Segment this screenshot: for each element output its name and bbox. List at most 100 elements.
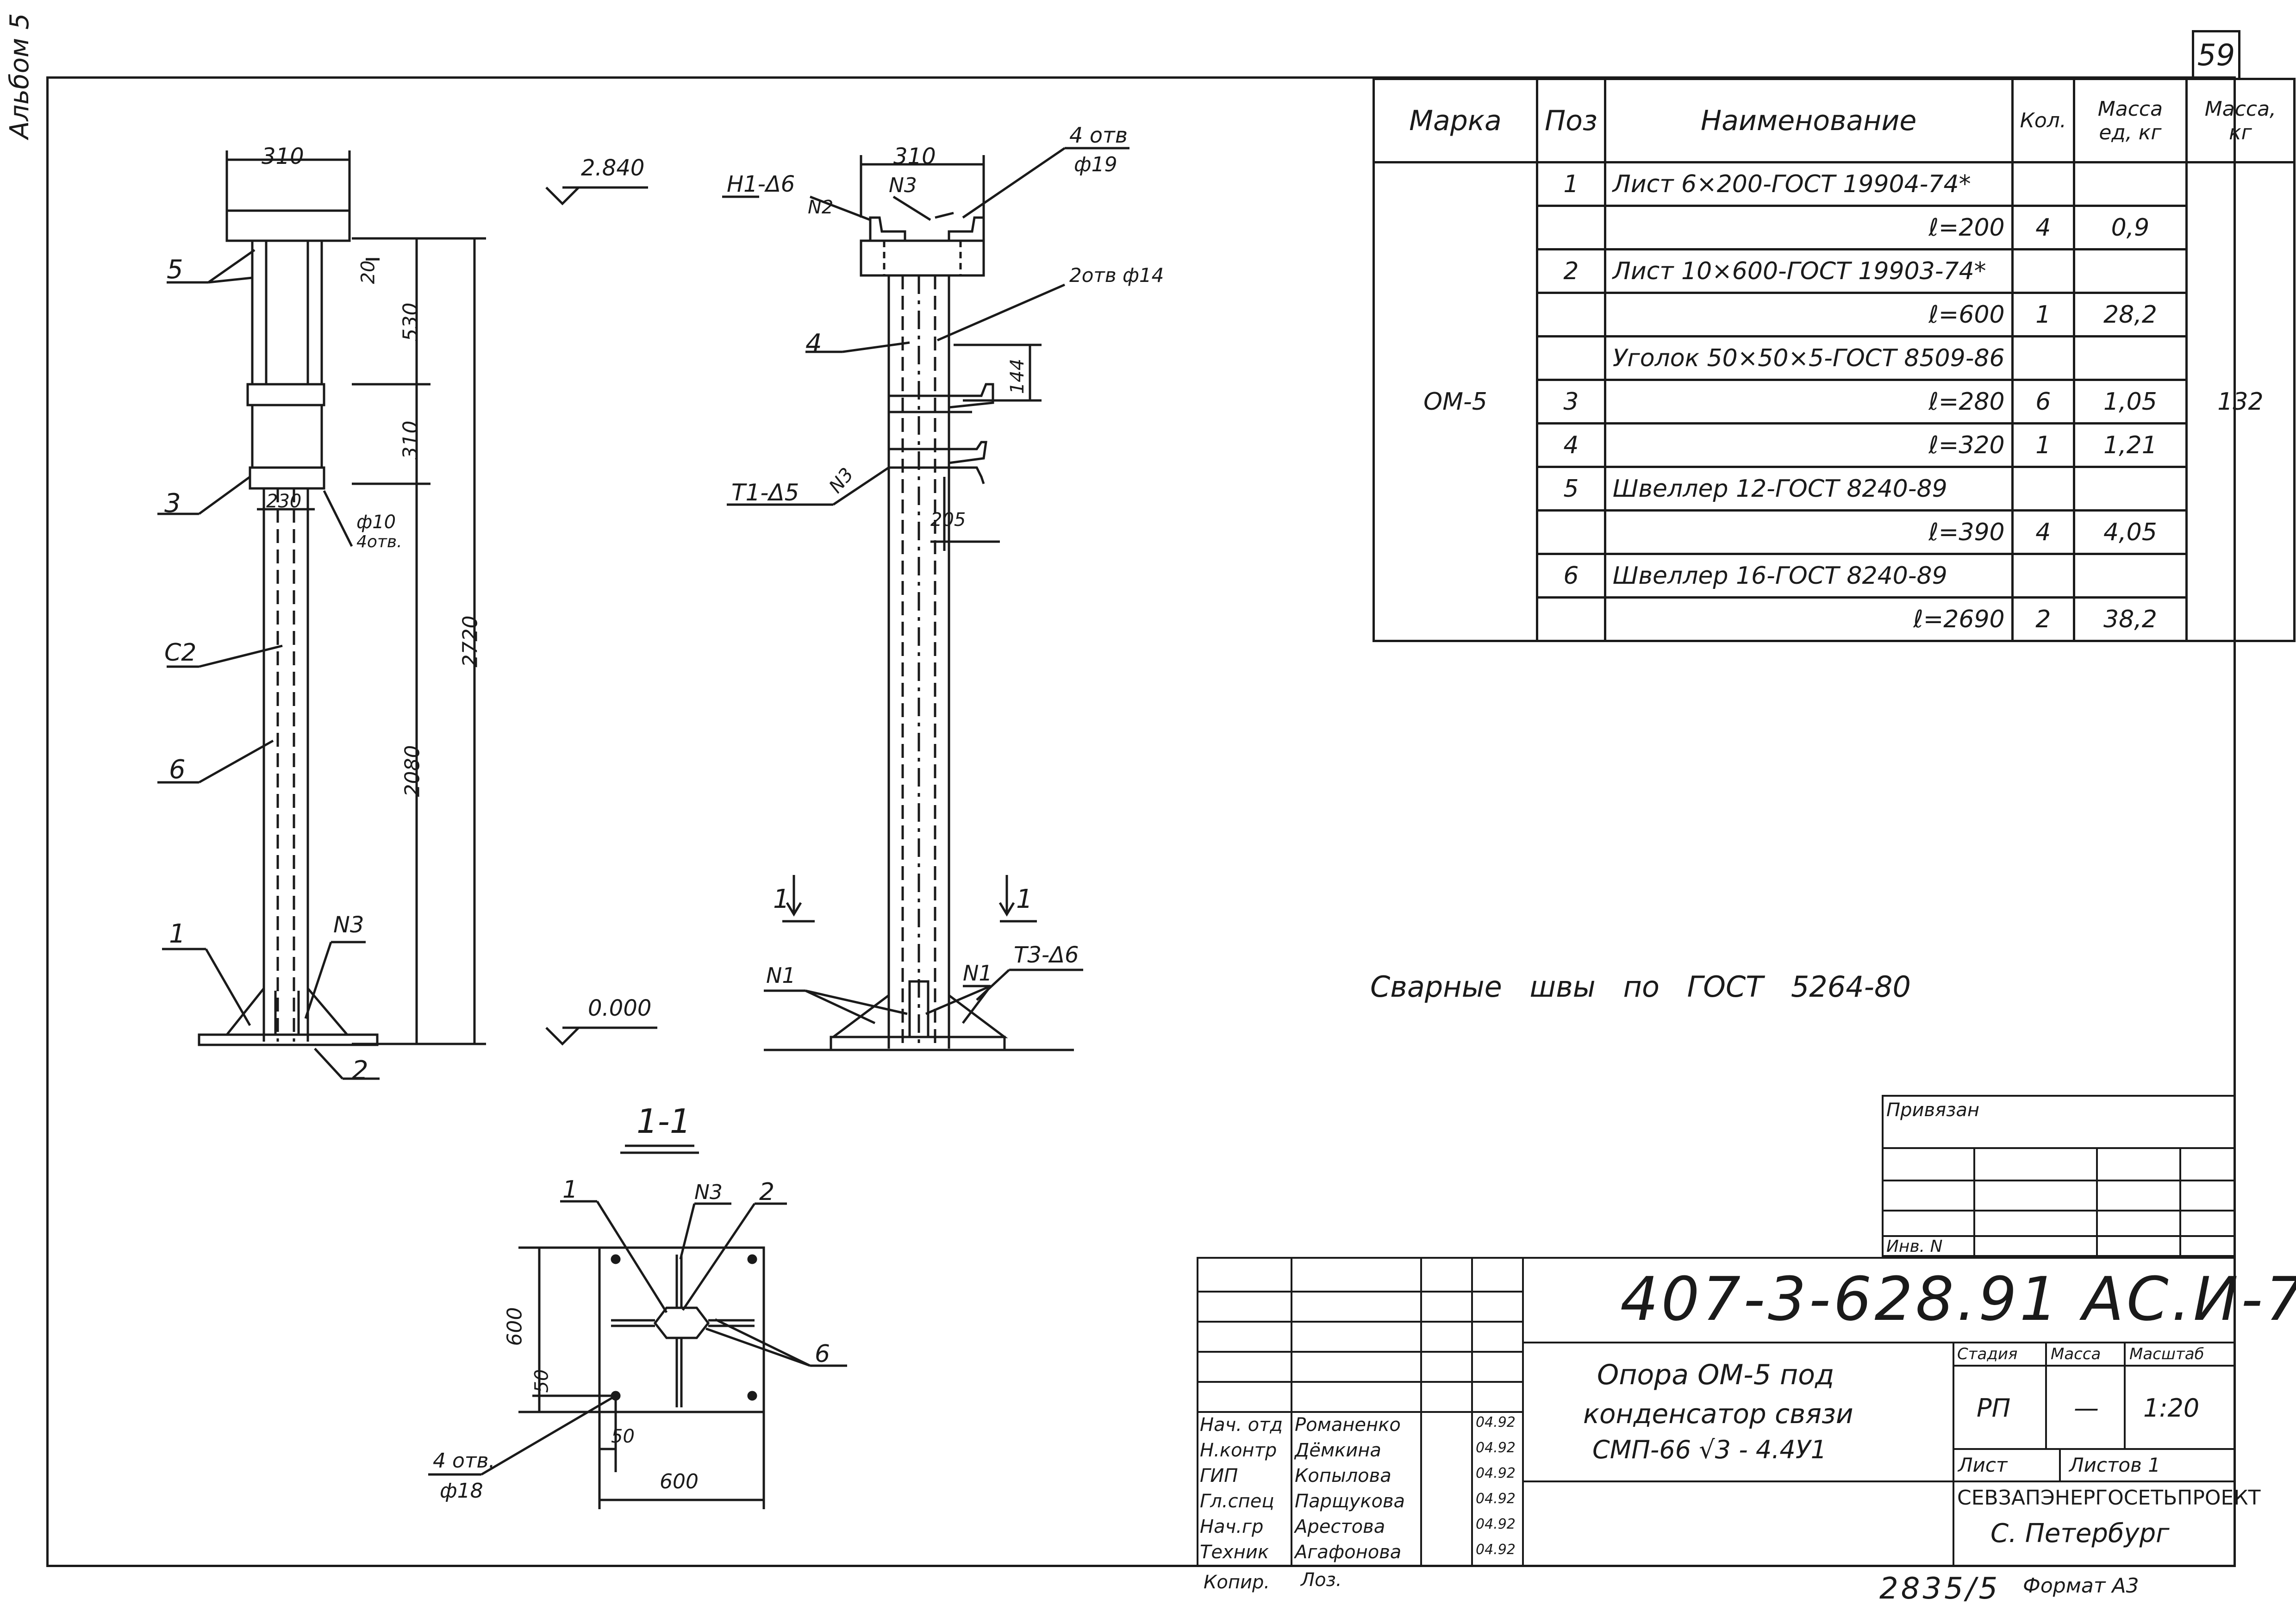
stage-label: Стадия xyxy=(1957,1345,2018,1363)
document-code: 407-3-628.91 АС.И-77 xyxy=(1620,1264,2296,1334)
sheets-label: Листов 1 xyxy=(2069,1454,2160,1476)
right-top-cap xyxy=(860,239,985,277)
section-mark-right: 1 xyxy=(1016,884,1033,914)
spec-mark: ОМ-5 xyxy=(1373,161,1538,642)
section-holes-dia: ф18 xyxy=(440,1479,483,1503)
stamp-date: 04.92 xyxy=(1476,1491,1516,1507)
section-dim-50-b: 50 xyxy=(611,1426,635,1447)
spec-pos: 6 xyxy=(1536,553,1606,599)
label-6: 6 xyxy=(169,755,186,785)
stamp-role: Н.контр xyxy=(1200,1440,1277,1461)
section-title: 1-1 xyxy=(636,1102,691,1141)
label-2: 2 xyxy=(352,1056,368,1086)
weld-note: Сварные швы по ГОСТ 5264-80 xyxy=(1370,970,1911,1004)
label-4: 4 xyxy=(805,329,822,359)
section-label-6: 6 xyxy=(815,1340,830,1368)
section-holes: 4 отв. xyxy=(433,1449,495,1473)
left-top-width: 310 xyxy=(262,144,304,169)
n1-left-label: N1 xyxy=(766,963,796,988)
right-top-width: 310 xyxy=(893,144,936,169)
spec-name: Швеллер 12-ГОСТ 8240-89 xyxy=(1603,466,2014,512)
section-dim-600-h: 600 xyxy=(660,1470,699,1493)
hole-count-4: 4отв. xyxy=(356,532,402,551)
spec-name: ℓ=320 xyxy=(1603,422,2014,468)
spec-qty xyxy=(2011,553,2075,599)
stamp-name: Агафонова xyxy=(1295,1542,1402,1563)
spec-name: ℓ=200 xyxy=(1603,205,2014,250)
dim-230: 230 xyxy=(266,491,302,512)
privyazan-block xyxy=(1882,1095,2236,1257)
spec-pos xyxy=(1536,509,1606,555)
spec-qty: 6 xyxy=(2011,379,2075,425)
drawing-frame xyxy=(46,76,2236,1567)
elev-bottom: 0.000 xyxy=(588,995,652,1021)
spec-header-qty: Кол. xyxy=(2011,78,2075,163)
label-c2: С2 xyxy=(164,639,197,667)
spec-header-name: Наименование xyxy=(1603,78,2014,163)
stamp-date: 04.92 xyxy=(1476,1414,1516,1430)
spec-pos: 5 xyxy=(1536,466,1606,512)
stamp-role: Нач. отд xyxy=(1200,1414,1283,1436)
spec-pos xyxy=(1536,596,1606,642)
spec-header-mark: Марка xyxy=(1373,78,1538,163)
stamp-role: ГИП xyxy=(1200,1465,1238,1487)
title-line-2: конденсатор связи xyxy=(1583,1398,1853,1430)
spec-total-mass: 132 xyxy=(2185,161,2296,642)
spec-unit-mass: 0,9 xyxy=(2072,205,2188,250)
label-5: 5 xyxy=(167,255,183,285)
spec-pos: 2 xyxy=(1536,248,1606,294)
city: С. Петербург xyxy=(1990,1518,2170,1549)
spec-name: Швеллер 16-ГОСТ 8240-89 xyxy=(1603,553,2014,599)
stamp-date: 04.92 xyxy=(1476,1516,1516,1532)
inv-label: Инв. N xyxy=(1886,1237,1943,1256)
stamp-name: Парщукова xyxy=(1295,1491,1405,1512)
spec-header-total-mass: Масса, кг xyxy=(2185,78,2296,163)
sheet-number: 59 xyxy=(2192,30,2240,79)
spec-unit-mass: 1,21 xyxy=(2072,422,2188,468)
spec-pos xyxy=(1536,205,1606,250)
left-base-plate xyxy=(198,1033,379,1046)
spec-unit-mass: 1,05 xyxy=(2072,379,2188,425)
weld-h1: Н1-Δ6 xyxy=(727,171,795,197)
spec-unit-mass xyxy=(2072,466,2188,512)
spec-pos xyxy=(1536,335,1606,381)
spec-unit-mass xyxy=(2072,161,2188,207)
sheet-label: Лист xyxy=(1958,1454,2008,1476)
stamp-name: Арестова xyxy=(1295,1516,1385,1537)
spec-name: Лист 10×600-ГОСТ 19903-74* xyxy=(1603,248,2014,294)
format-label: Формат А3 xyxy=(2023,1574,2139,1598)
spec-name: ℓ=390 xyxy=(1603,509,2014,555)
spec-pos: 4 xyxy=(1536,422,1606,468)
spec-qty: 1 xyxy=(2011,422,2075,468)
spec-pos: 1 xyxy=(1536,161,1606,207)
specification-table: Марка Поз Наименование Кол. Масса ед, кг… xyxy=(1373,78,2296,642)
hole-dia-10: ф10 xyxy=(356,512,396,533)
stamp-date: 04.92 xyxy=(1476,1440,1516,1456)
spec-qty: 1 xyxy=(2011,292,2075,337)
holes-top-dia: ф19 xyxy=(1074,153,1117,176)
section-label-n3: N3 xyxy=(694,1181,723,1204)
scale-value: 1:20 xyxy=(2143,1393,2200,1423)
dim-205: 205 xyxy=(930,509,966,531)
spec-qty xyxy=(2011,161,2075,207)
scale-label: Масштаб xyxy=(2129,1345,2204,1363)
spec-name: ℓ=2690 xyxy=(1603,596,2014,642)
spec-name: ℓ=600 xyxy=(1603,292,2014,337)
spec-row: Уголок 50×50×5-ГОСТ 8509-86 xyxy=(1374,335,2295,381)
spec-qty xyxy=(2011,335,2075,381)
stamp-role: Техник xyxy=(1200,1542,1269,1563)
copied-by: Лоз. xyxy=(1301,1569,1342,1591)
mass-label: Масса xyxy=(2051,1345,2101,1363)
spec-name: ℓ=280 xyxy=(1603,379,2014,425)
stamp-date: 04.92 xyxy=(1476,1465,1516,1481)
spec-name: Уголок 50×50×5-ГОСТ 8509-86 xyxy=(1603,335,2014,381)
